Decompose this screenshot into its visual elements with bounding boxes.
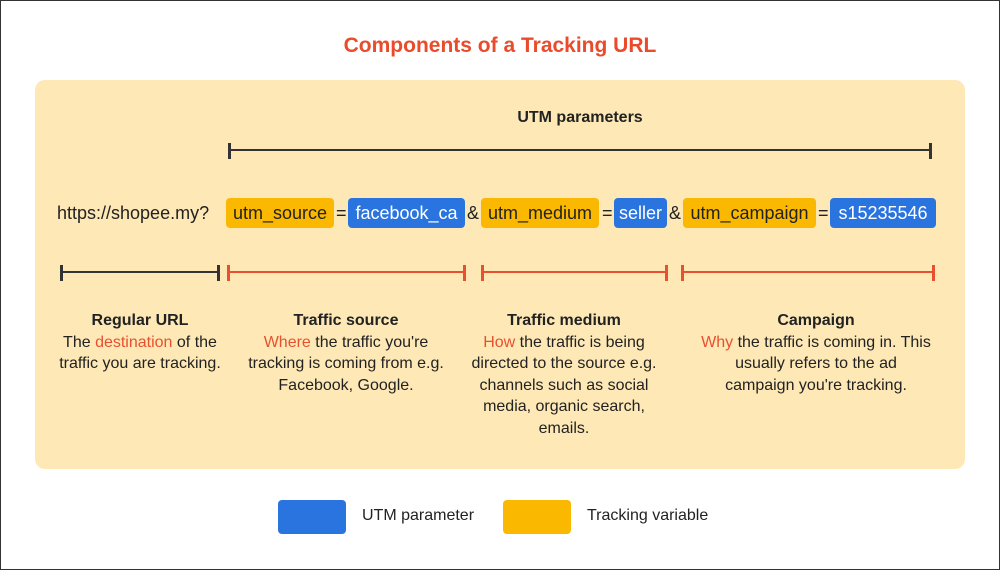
tracking-variable-legend-label: Tracking variable [587, 507, 709, 524]
regular-url-bracket [60, 265, 220, 281]
utm-parameter-legend-label: UTM parameter [362, 507, 475, 524]
campaign-column: Campaign Why the traffic is coming in. T… [700, 310, 932, 396]
diagram-panel [35, 80, 965, 469]
traffic-source-column: Traffic source Where the traffic you're … [246, 310, 446, 396]
column-description: The destination of the traffic you are t… [59, 333, 221, 373]
column-heading: Traffic source [293, 312, 399, 329]
equals-sign: = [336, 203, 347, 223]
medium-value-chip: seller [614, 198, 667, 228]
ampersand: & [669, 203, 682, 223]
column-heading: Traffic medium [507, 312, 621, 329]
tracking-variable-swatch [503, 500, 571, 534]
column-description: Why the traffic is coming in. This usual… [701, 333, 931, 394]
column-description: How the traffic is being directed to the… [471, 333, 657, 437]
url-base: https://shopee.my? [57, 203, 210, 223]
diagram-title: Components of a Tracking URL [343, 34, 657, 57]
campaign-value-chip: s15235546 [830, 198, 936, 228]
equals-sign: = [602, 203, 613, 223]
medium-key-chip: utm_medium [481, 198, 599, 228]
highlight-word: Where [263, 333, 311, 351]
column-heading: Regular URL [91, 312, 189, 329]
equals-sign: = [818, 203, 829, 223]
column-heading: Campaign [777, 312, 855, 329]
utm-parameter-swatch [278, 500, 346, 534]
utm-parameters-bracket [228, 143, 932, 159]
campaign-bracket [681, 265, 935, 281]
utm-parameters-label: UTM parameters [517, 109, 643, 126]
column-description: Where the traffic you're tracking is com… [248, 333, 444, 394]
highlight-word: destination [95, 333, 173, 351]
tracking-url: https://shopee.my? utm_source = facebook… [0, 198, 1000, 228]
highlight-word: Why [701, 333, 734, 351]
source-key-chip: utm_source [226, 198, 334, 228]
traffic-source-bracket [227, 265, 466, 281]
highlight-word: How [483, 333, 516, 351]
regular-url-column: Regular URL The destination of the traff… [50, 310, 230, 375]
traffic-medium-column: Traffic medium How the traffic is being … [466, 310, 662, 439]
campaign-key-chip: utm_campaign [683, 198, 816, 228]
traffic-medium-bracket [481, 265, 668, 281]
ampersand: & [467, 203, 480, 223]
source-value-chip: facebook_ca [348, 198, 465, 228]
